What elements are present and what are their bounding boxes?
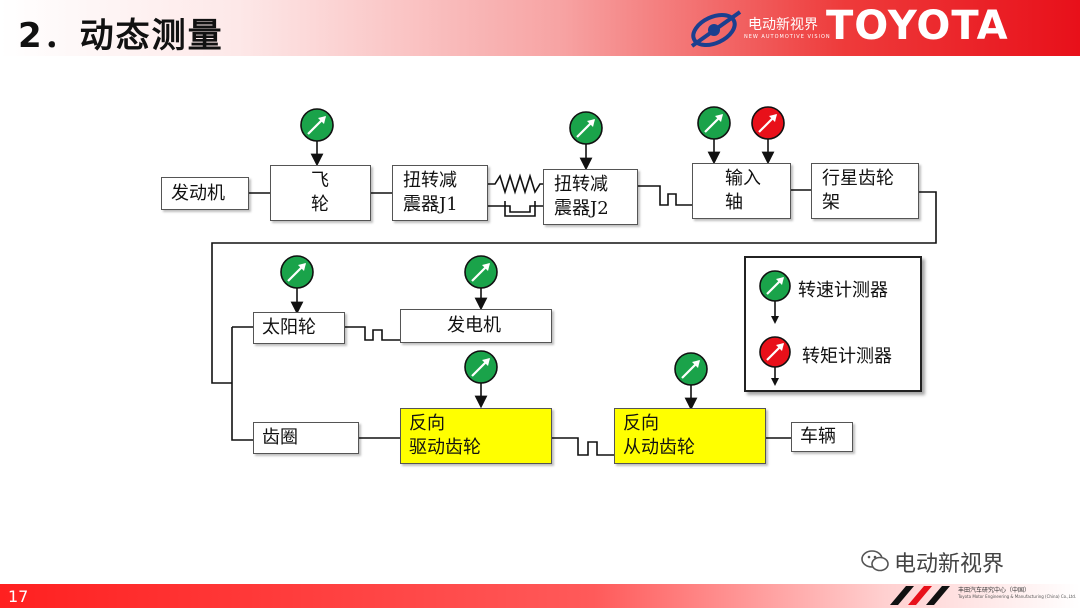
node-reverse-drive-gear: 反向 驱动齿轮 — [400, 408, 552, 464]
speed-gauge-icon — [697, 106, 731, 165]
brand-name: 电动新视界 — [748, 17, 818, 33]
coupling-drive-driven — [552, 437, 614, 456]
node-damper-j1: 扭转减 震器J1 — [392, 165, 488, 221]
node-label: 输入 轴 — [725, 168, 761, 213]
node-engine: 发动机 — [161, 177, 249, 210]
speed-gauge-icon — [300, 108, 334, 167]
spring-icon — [488, 173, 543, 195]
legend-icons — [759, 270, 791, 386]
page-number: 17 — [8, 587, 29, 606]
node-label: 车辆 — [800, 426, 836, 447]
node-label: 反向 从动齿轮 — [623, 413, 695, 458]
damper-icon — [488, 205, 543, 213]
speed-gauge-icon — [759, 270, 791, 324]
node-label: 发电机 — [447, 315, 501, 336]
brand-swirl-icon — [690, 10, 742, 48]
speed-gauge-icon — [569, 111, 603, 171]
node-flywheel: 飞 轮 — [270, 165, 371, 221]
legend-speed-label: 转速计测器 — [798, 280, 888, 301]
node-label: 扭转减 震器J2 — [554, 174, 609, 219]
node-label: 齿圈 — [262, 427, 298, 448]
speed-gauge-icon — [464, 255, 498, 311]
header-bar — [0, 0, 1080, 56]
legend: 转速计测器 转矩计测器 — [744, 256, 922, 392]
node-planet-carrier: 行星齿轮 架 — [811, 163, 919, 219]
watermark-text: 电动新视界 — [894, 552, 1005, 577]
node-vehicle: 车辆 — [791, 422, 853, 452]
node-generator: 发电机 — [400, 309, 552, 343]
node-label: 发动机 — [171, 183, 225, 204]
node-sun-gear: 太阳轮 — [253, 312, 345, 344]
toyota-logo: TOYOTA — [826, 3, 1009, 49]
org-name: 丰田汽车研究中心（中国） — [958, 587, 1031, 594]
speed-gauge-icon — [674, 352, 708, 411]
node-label: 飞 轮 — [311, 170, 329, 215]
loop-line — [211, 191, 937, 384]
org-subtitle: Toyota Motor Engineering & Manufacturing… — [958, 594, 1077, 599]
node-label: 反向 驱动齿轮 — [409, 413, 481, 458]
node-reverse-driven-gear: 反向 从动齿轮 — [614, 408, 766, 464]
wechat-icon — [861, 550, 889, 572]
node-label: 行星齿轮 架 — [822, 168, 894, 213]
torque-gauge-icon — [759, 336, 791, 386]
torque-gauge-icon — [751, 106, 785, 165]
page-title: 2．动态测量 — [18, 16, 224, 56]
node-label: 太阳轮 — [262, 317, 316, 338]
tmec-logo-icon — [890, 586, 950, 605]
coupling-j2-input — [638, 185, 692, 206]
node-input-shaft: 输入 轴 — [692, 163, 791, 219]
speed-gauge-icon — [280, 255, 314, 315]
node-ring-gear: 齿圈 — [253, 422, 359, 454]
speed-gauge-icon — [464, 350, 498, 409]
legend-torque-label: 转矩计测器 — [802, 346, 892, 367]
coupling-sun-generator — [345, 326, 400, 341]
node-label: 扭转减 震器J1 — [403, 170, 458, 215]
brand-subtitle: NEW AUTOMOTIVE VISION — [744, 34, 831, 40]
node-damper-j2: 扭转减 震器J2 — [543, 169, 638, 225]
